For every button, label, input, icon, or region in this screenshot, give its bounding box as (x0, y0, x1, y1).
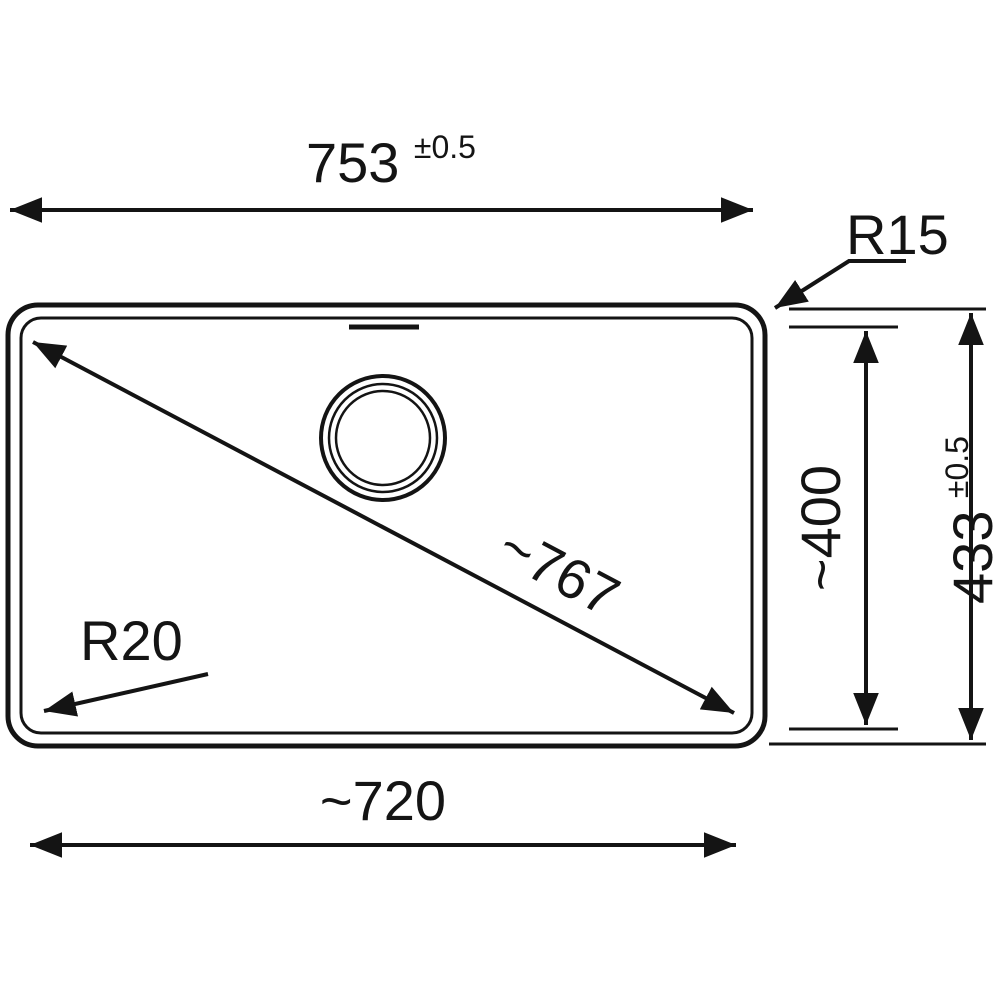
inner-depth-label: ~400 (789, 465, 852, 591)
top-dimension-label: 753 (306, 131, 399, 194)
outer-depth-label: 433 (941, 511, 1000, 604)
corner-radius-bottom-left-leader (43, 672, 209, 717)
corner-radius-bottom-left-label: R20 (80, 609, 183, 672)
sink-inner-outline (19, 316, 754, 735)
top-dimension-text: 753 ±0.5 (306, 129, 476, 194)
drain-middle-circle (327, 382, 439, 494)
outer-depth-text: 433 ±0.5 (939, 436, 1000, 604)
diagonal-dimension-line (32, 340, 735, 715)
outer-depth-tolerance: ±0.5 (939, 436, 975, 498)
drain-inner-circle (334, 389, 432, 487)
drain-outer-circle (319, 374, 447, 502)
bottom-dimension-label: ~720 (320, 769, 446, 832)
sink-outer-outline (5, 302, 768, 749)
top-dimension-tolerance: ±0.5 (414, 129, 476, 165)
corner-radius-top-right-label: R15 (846, 203, 949, 266)
diagonal-dimension-label: ~767 (489, 513, 630, 628)
corner-radius-top-right-leader (773, 259, 906, 310)
